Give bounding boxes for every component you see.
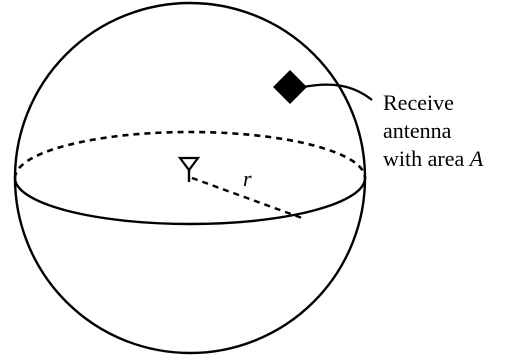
receive-antenna-label-line1: Receive <box>383 90 454 115</box>
receive-antenna-diamond <box>273 70 307 104</box>
transmit-antenna-icon <box>177 156 201 182</box>
radius-symbol: r <box>243 166 252 191</box>
receive-antenna-label-line3: with area A <box>383 146 484 171</box>
radius-line <box>191 176 303 220</box>
receive-antenna-label-line2: antenna <box>383 118 452 143</box>
equator-back-dashed <box>13 130 367 179</box>
area-symbol: A <box>468 146 484 171</box>
label-leader-line <box>302 83 373 101</box>
area-prefix-text: with area <box>383 146 470 171</box>
equator-front-solid <box>13 177 367 226</box>
